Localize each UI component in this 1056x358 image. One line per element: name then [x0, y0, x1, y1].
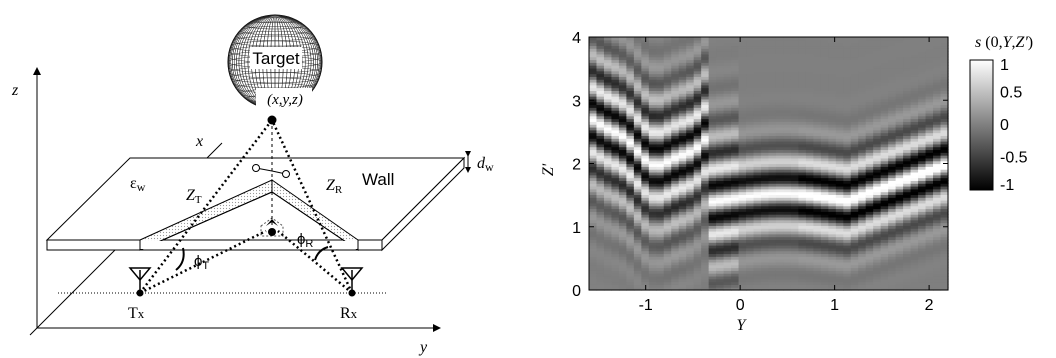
y-tick-label: 0	[572, 283, 581, 300]
y-axis-label: Z'	[540, 163, 557, 176]
phi-r-arc	[314, 246, 329, 261]
y-ticks: 0 1 2 3 4	[572, 30, 948, 300]
target-coordinate: (x,y,z)	[267, 92, 303, 108]
x-tick-label: 0	[736, 297, 745, 314]
colorbar-ticks: 1 0.5 0 -0.5 -1	[1000, 57, 1028, 194]
colorbar-title: s (0,Y,Z')	[975, 34, 1033, 51]
target-sphere	[227, 14, 323, 110]
tx-antenna	[128, 267, 152, 293]
phi-t-label: ϕT	[194, 253, 209, 272]
axis-z-label: z	[11, 82, 19, 99]
y-tick-label: 2	[572, 157, 581, 174]
colorbar-tick-label: 1	[1000, 57, 1009, 74]
eps-label: εw	[130, 175, 146, 194]
phi-t-arc	[175, 247, 185, 271]
x-tick-label: -1	[639, 297, 653, 314]
dw-label: dw	[477, 155, 494, 174]
x-tick-label: 2	[925, 297, 934, 314]
tx-label: Tx	[128, 305, 145, 322]
y-tick-label: 4	[572, 30, 581, 47]
target-point	[267, 115, 277, 125]
rx-point	[348, 289, 356, 297]
colorbar-tick-label: 0	[1000, 117, 1009, 134]
y-tick-label: 1	[572, 220, 581, 237]
rx-antenna	[340, 267, 364, 293]
target-label: Target	[252, 49, 300, 68]
refraction-point-box	[260, 217, 284, 237]
ground-point	[268, 228, 276, 236]
ray-paths	[139, 119, 354, 295]
axis-x-label: x	[195, 133, 203, 150]
colorbar-tick-label: 0.5	[1000, 85, 1022, 102]
wall-label: Wall	[362, 170, 394, 189]
geometry-diagram: z y x dw εw Wall ZT ZR	[11, 14, 494, 356]
heatmap-cells	[589, 37, 949, 291]
x-axis-label: Y	[737, 317, 748, 334]
axis-y-label: y	[418, 339, 428, 356]
wall-right-side	[381, 156, 465, 252]
colorbar	[969, 59, 994, 191]
refraction-point-r	[282, 170, 290, 178]
colorbar-tick-label: -1	[1000, 177, 1014, 194]
x-ticks: -1 0 1 2	[639, 37, 934, 314]
heatmap-chart: -1 0 1 2 0 1 2 3 4 Y Z' s (0,Y,Z') 1 0.5 0 -0.5 -1	[540, 30, 1033, 334]
tx-point	[136, 289, 144, 297]
x-tick-label: 1	[830, 297, 839, 314]
colorbar-tick-label: -0.5	[1000, 150, 1028, 167]
y-tick-label: 3	[572, 93, 581, 110]
rx-label: Rx	[340, 305, 358, 322]
refraction-point-t	[252, 164, 260, 172]
